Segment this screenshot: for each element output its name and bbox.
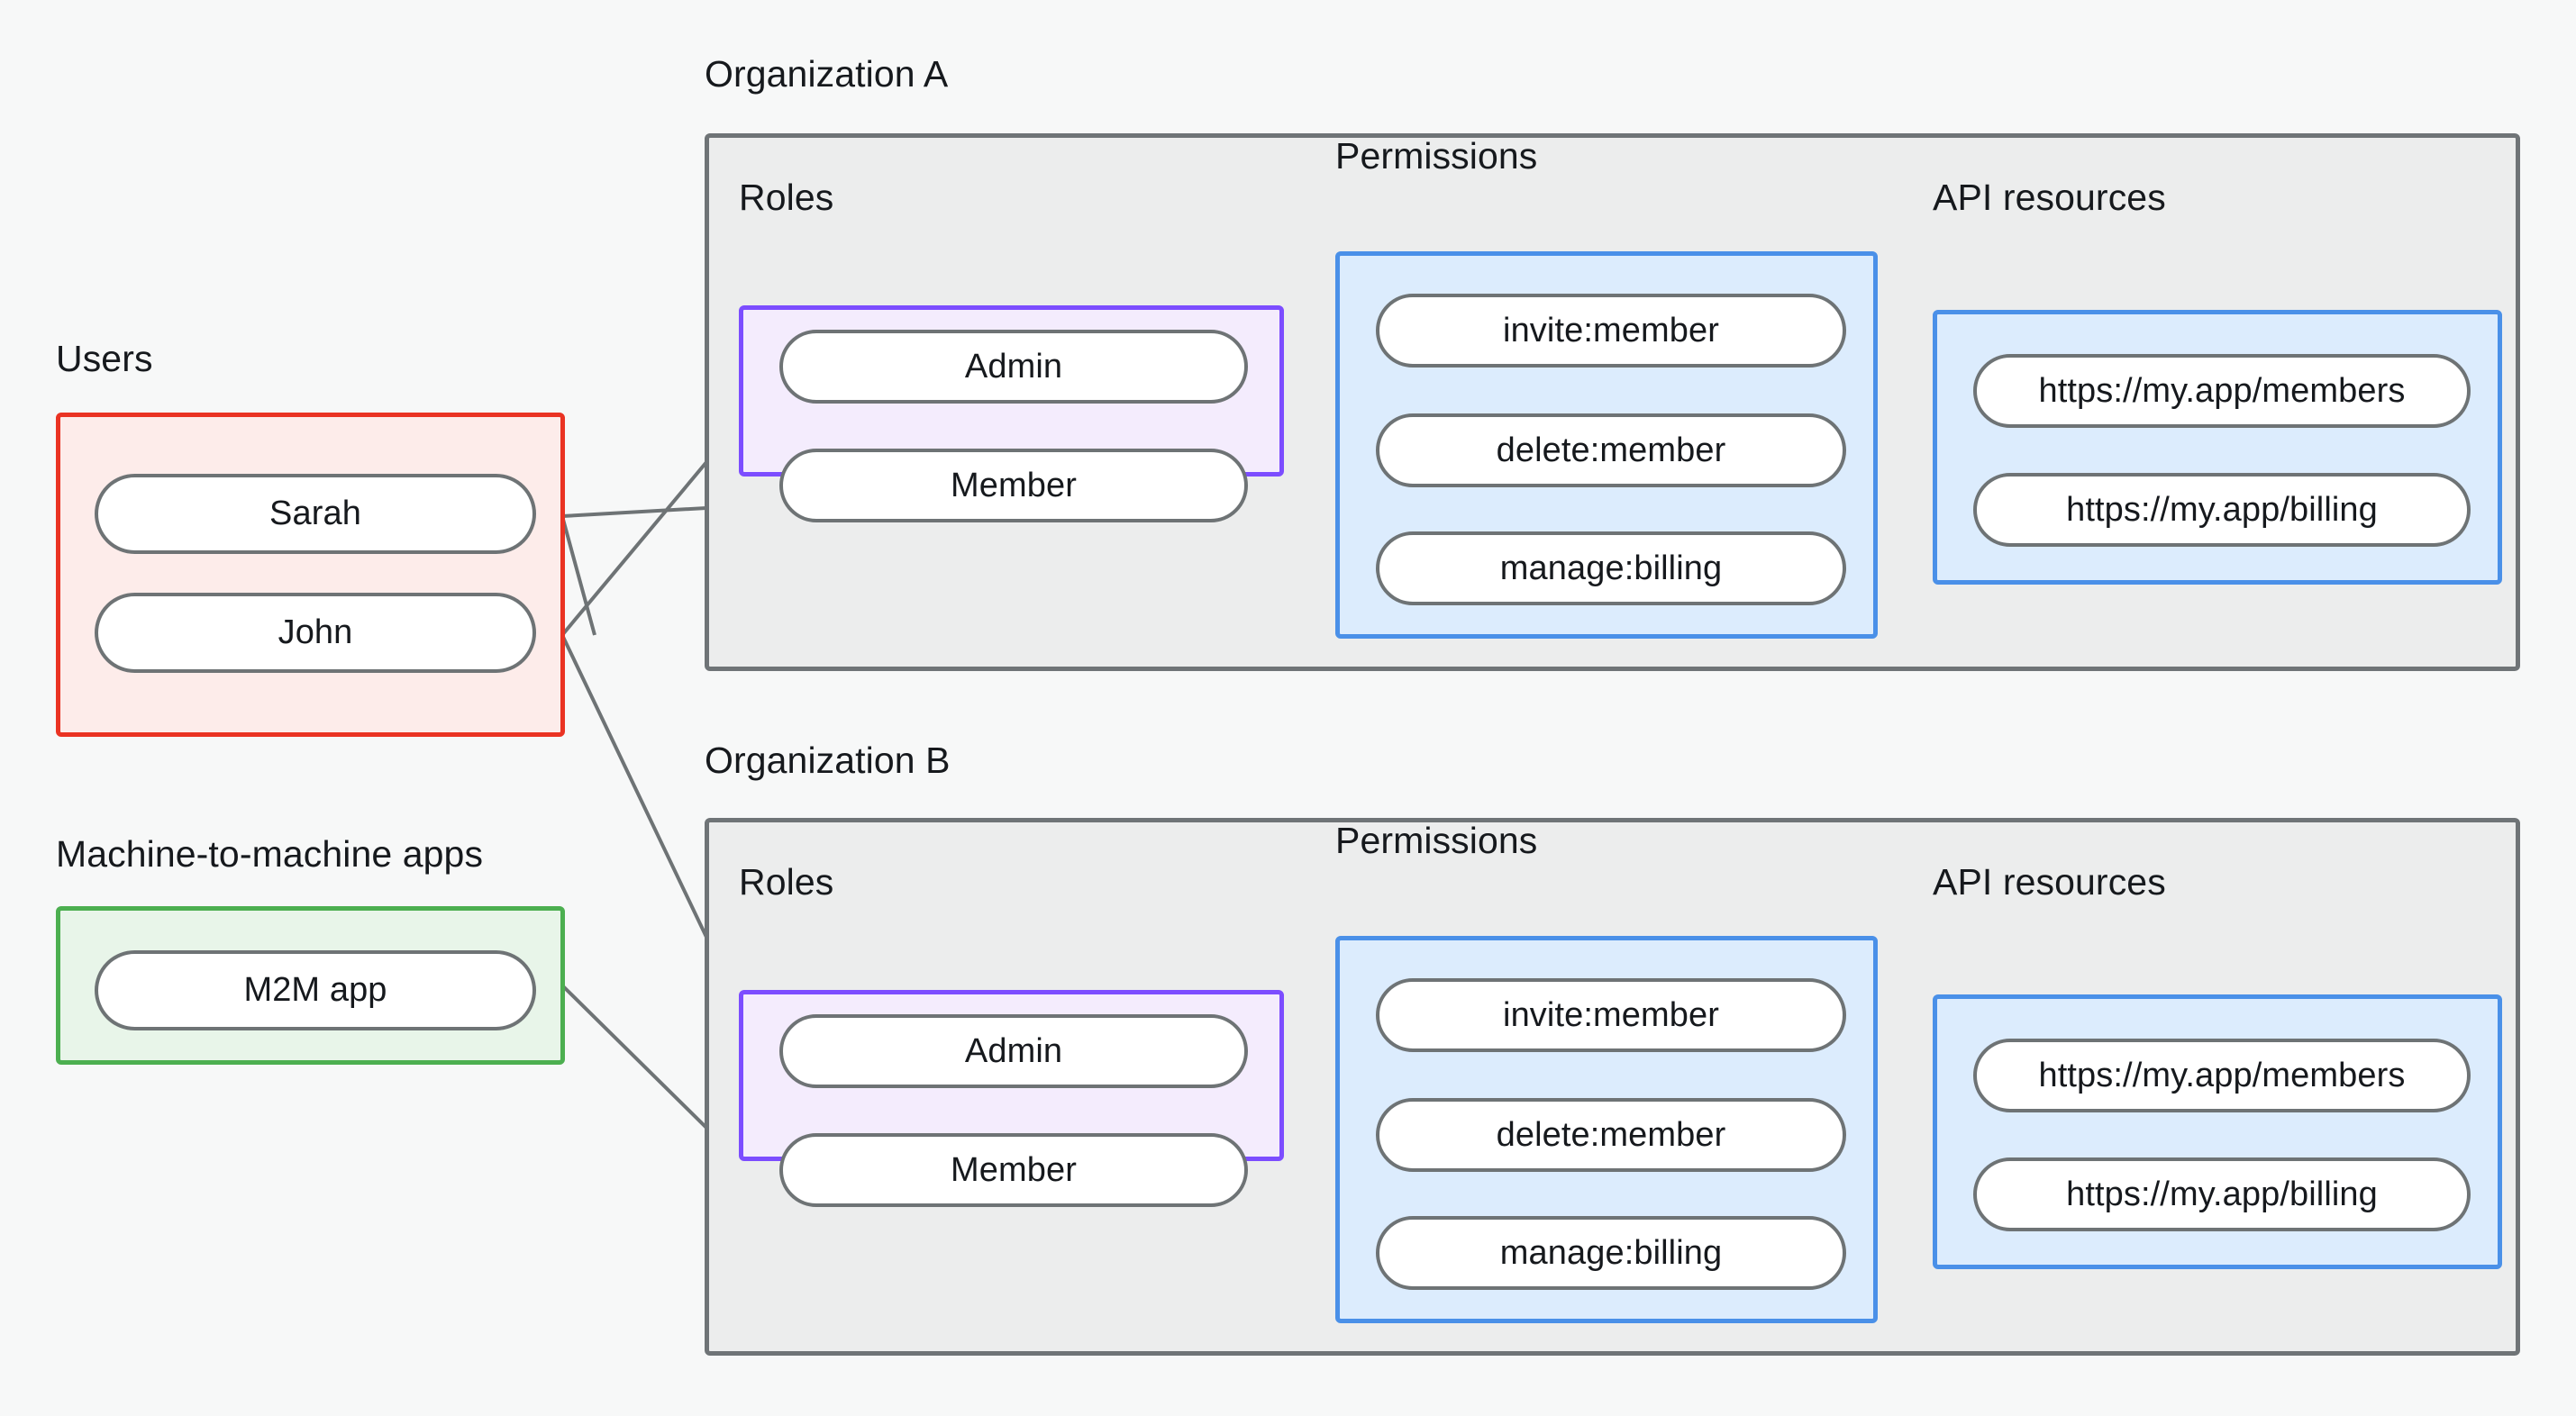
org-a-permission-pill-billing[interactable]: manage:billing bbox=[1376, 531, 1846, 605]
org-b-caption: Organization B bbox=[705, 740, 951, 781]
edge-sarah-orga-admin bbox=[560, 515, 596, 636]
org-a-permissions-caption: Permissions bbox=[1335, 135, 1538, 177]
permission-label: invite:member bbox=[1503, 311, 1719, 349]
org-a-permission-pill-delete[interactable]: delete:member bbox=[1376, 413, 1846, 487]
users-caption: Users bbox=[56, 338, 153, 379]
org-a-roles-box: Admin Member bbox=[739, 305, 1284, 522]
users-group: Sarah John bbox=[56, 413, 565, 737]
org-a-role-pill-admin[interactable]: Admin bbox=[779, 330, 1248, 404]
permission-label: manage:billing bbox=[1499, 1233, 1723, 1272]
permission-label: invite:member bbox=[1503, 995, 1719, 1034]
org-a-roles-caption: Roles bbox=[739, 177, 834, 218]
permission-label: delete:member bbox=[1496, 1115, 1726, 1154]
role-label: Member bbox=[951, 466, 1077, 504]
api-label: https://my.app/members bbox=[2038, 371, 2406, 410]
org-b-permission-pill-delete[interactable]: delete:member bbox=[1376, 1098, 1846, 1172]
role-label: Admin bbox=[964, 1031, 1063, 1070]
org-b-permission-pill-billing[interactable]: manage:billing bbox=[1376, 1216, 1846, 1290]
org-b-group: Roles Admin Member Permissions invite:me… bbox=[705, 818, 2520, 1356]
user-label: Sarah bbox=[269, 495, 361, 532]
role-label: Admin bbox=[964, 347, 1063, 386]
user-label: John bbox=[278, 613, 353, 651]
permission-label: manage:billing bbox=[1499, 549, 1723, 587]
role-label: Member bbox=[951, 1150, 1077, 1189]
m2m-caption: Machine-to-machine apps bbox=[56, 833, 484, 875]
org-b-api-box: https://my.app/members https://my.app/bi… bbox=[1933, 994, 2502, 1269]
org-b-permissions-caption: Permissions bbox=[1335, 820, 1538, 861]
org-a-api-caption: API resources bbox=[1933, 177, 2166, 218]
org-b-role-pill-admin[interactable]: Admin bbox=[779, 1014, 1248, 1088]
permission-label: delete:member bbox=[1496, 431, 1726, 469]
user-pill-sarah[interactable]: Sarah bbox=[95, 474, 536, 554]
org-a-permission-pill-invite[interactable]: invite:member bbox=[1376, 294, 1846, 368]
org-a-api-pill-members[interactable]: https://my.app/members bbox=[1973, 354, 2471, 428]
user-pill-john[interactable]: John bbox=[95, 593, 536, 673]
org-b-api-pill-billing[interactable]: https://my.app/billing bbox=[1973, 1157, 2471, 1231]
org-a-caption: Organization A bbox=[705, 53, 949, 95]
org-a-api-box: https://my.app/members https://my.app/bi… bbox=[1933, 310, 2502, 585]
org-b-api-caption: API resources bbox=[1933, 861, 2166, 903]
org-a-api-pill-billing[interactable]: https://my.app/billing bbox=[1973, 473, 2471, 547]
org-b-permissions-box: invite:member delete:member manage:billi… bbox=[1335, 936, 1878, 1323]
org-b-api-pill-members[interactable]: https://my.app/members bbox=[1973, 1039, 2471, 1112]
org-b-roles-caption: Roles bbox=[739, 861, 834, 903]
org-a-permissions-box: invite:member delete:member manage:billi… bbox=[1335, 251, 1878, 639]
m2m-group: M2M app bbox=[56, 906, 565, 1065]
org-b-permission-pill-invite[interactable]: invite:member bbox=[1376, 978, 1846, 1052]
api-label: https://my.app/billing bbox=[2066, 1175, 2378, 1213]
org-b-roles-box: Admin Member bbox=[739, 990, 1284, 1207]
api-label: https://my.app/billing bbox=[2066, 490, 2378, 529]
org-a-role-pill-member[interactable]: Member bbox=[779, 449, 1248, 522]
org-b-role-pill-member[interactable]: Member bbox=[779, 1133, 1248, 1207]
api-label: https://my.app/members bbox=[2038, 1056, 2406, 1094]
m2m-pill-app[interactable]: M2M app bbox=[95, 950, 536, 1030]
org-a-group: Roles Admin Member Permissions invite:me… bbox=[705, 133, 2520, 671]
m2m-label: M2M app bbox=[243, 971, 387, 1009]
